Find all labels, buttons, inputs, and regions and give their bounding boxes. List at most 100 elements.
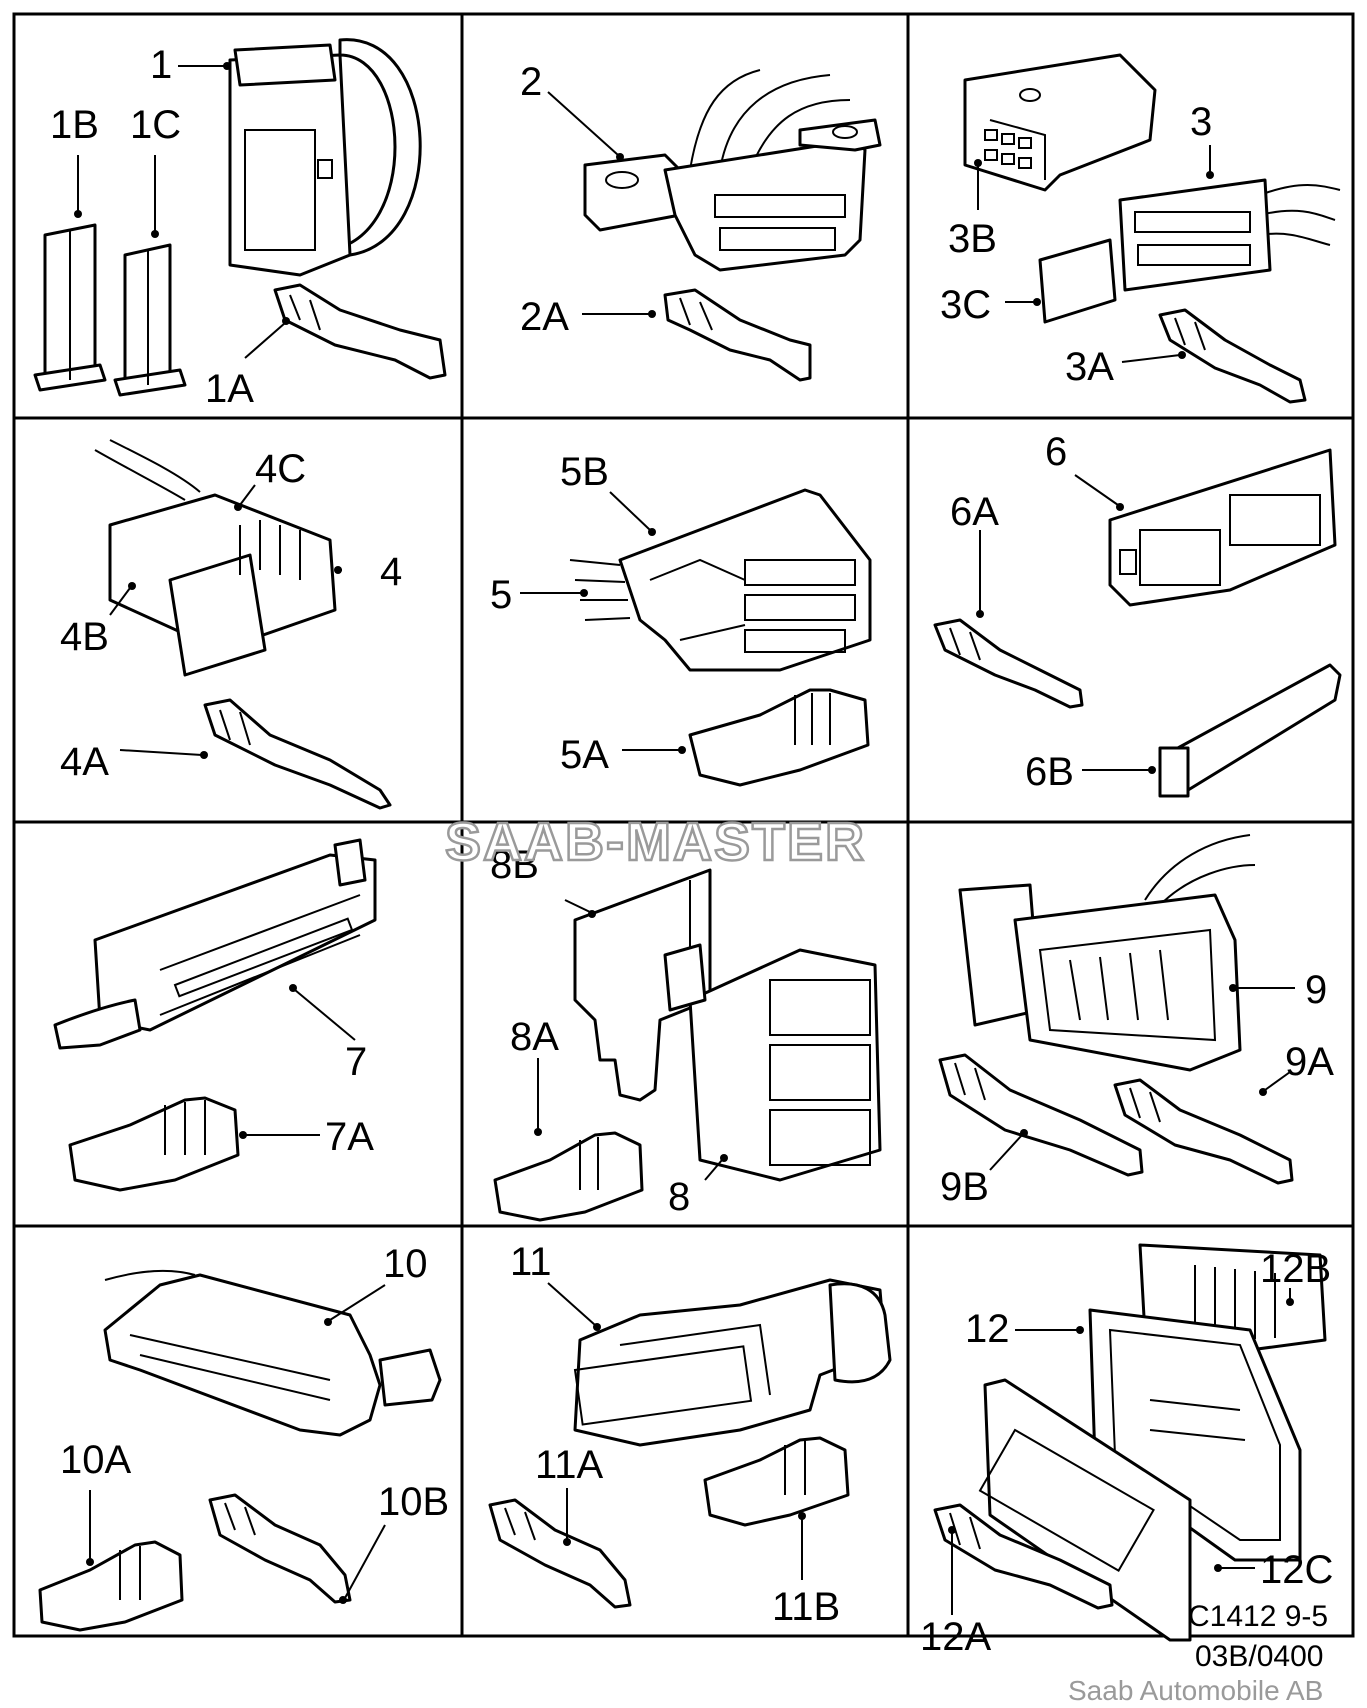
label-1c: 1C bbox=[130, 103, 181, 147]
label-9b: 9B bbox=[940, 1165, 989, 1209]
leader-dot bbox=[1020, 1129, 1028, 1137]
leader-4c bbox=[239, 484, 256, 506]
label-3b: 3B bbox=[948, 217, 997, 261]
leader-dot bbox=[1076, 1326, 1084, 1334]
leader-dot bbox=[324, 1318, 332, 1326]
leader-10b bbox=[344, 1524, 386, 1599]
connector-1b-part bbox=[33, 223, 107, 392]
leader-4a bbox=[119, 749, 203, 756]
label-10b: 10B bbox=[378, 1480, 449, 1524]
leader-dot bbox=[1148, 766, 1156, 774]
leader-dot bbox=[1229, 984, 1237, 992]
leader-dot bbox=[74, 210, 82, 218]
leader-dot bbox=[588, 910, 596, 918]
leader-4b bbox=[109, 587, 131, 616]
leader-2 bbox=[547, 91, 619, 156]
leader-dot bbox=[1206, 171, 1214, 179]
cell-3: 3 3B 3C 3A bbox=[940, 53, 1341, 404]
leader-11 bbox=[547, 1282, 596, 1326]
label-3a: 3A bbox=[1065, 345, 1114, 389]
leader-dot bbox=[534, 1128, 542, 1136]
label-10a: 10A bbox=[60, 1438, 131, 1482]
leader-5b bbox=[609, 491, 651, 531]
terminal-10a bbox=[38, 1540, 184, 1632]
watermark: SAAB-MASTER bbox=[445, 812, 866, 872]
label-5: 5 bbox=[490, 573, 512, 617]
terminal-9a bbox=[1113, 1078, 1294, 1185]
label-12c: 12C bbox=[1260, 1548, 1333, 1592]
connector-2-obd bbox=[583, 69, 882, 272]
leader-dot bbox=[616, 153, 624, 161]
label-6: 6 bbox=[1045, 430, 1067, 474]
leader-6 bbox=[1074, 474, 1119, 506]
leader-dot bbox=[334, 566, 342, 574]
label-10: 10 bbox=[383, 1242, 428, 1286]
leader-dot bbox=[678, 746, 686, 754]
label-1: 1 bbox=[150, 43, 172, 87]
connector-1-housing bbox=[228, 38, 422, 277]
cell-1: 1 1B 1C 1A bbox=[33, 38, 447, 411]
terminal-8a bbox=[493, 1131, 644, 1222]
leader-9b bbox=[989, 1134, 1023, 1171]
label-12b: 12B bbox=[1260, 1247, 1331, 1291]
leader-dot bbox=[289, 984, 297, 992]
label-7a: 7A bbox=[325, 1115, 374, 1159]
connector-11-housing bbox=[573, 1278, 892, 1447]
leader-dot bbox=[648, 528, 656, 536]
leader-8 bbox=[704, 1159, 723, 1181]
revision-code: 03B/0400 bbox=[1195, 1640, 1323, 1673]
leader-dot bbox=[200, 751, 208, 759]
terminal-1a bbox=[273, 283, 447, 380]
leader-10 bbox=[329, 1284, 386, 1321]
connector-10-housing bbox=[103, 1269, 442, 1437]
terminal-7a bbox=[68, 1096, 240, 1192]
leader-dot bbox=[1116, 503, 1124, 511]
cell-2: 2 2A bbox=[520, 60, 882, 382]
leader-dot bbox=[339, 1596, 347, 1604]
leader-dot bbox=[234, 503, 242, 511]
label-4b: 4B bbox=[60, 615, 109, 659]
leader-dot bbox=[563, 1538, 571, 1546]
company-name: Saab Automobile AB bbox=[1068, 1675, 1323, 1706]
leader-dot bbox=[86, 1558, 94, 1566]
terminal-5a bbox=[688, 688, 870, 787]
connector-12c-plate bbox=[978, 1378, 1192, 1642]
label-2: 2 bbox=[520, 60, 542, 104]
label-5a: 5A bbox=[560, 733, 609, 777]
leader-8b bbox=[564, 899, 591, 913]
leader-dot bbox=[720, 1154, 728, 1162]
terminal-6a bbox=[933, 618, 1084, 709]
terminal-9b bbox=[938, 1053, 1144, 1177]
cell-8: 8B 8A 8 bbox=[490, 843, 882, 1222]
connector-6b-strip bbox=[1158, 663, 1342, 798]
leader-dot bbox=[282, 317, 290, 325]
cell-7: 7 7A bbox=[53, 838, 377, 1192]
label-4a: 4A bbox=[60, 740, 109, 784]
label-6a: 6A bbox=[950, 490, 999, 534]
leader-dot bbox=[974, 159, 982, 167]
label-5b: 5B bbox=[560, 450, 609, 494]
leader-dot bbox=[1286, 1298, 1294, 1306]
label-11a: 11A bbox=[535, 1443, 604, 1487]
cell-5: 5B 5 5A bbox=[490, 450, 872, 787]
leader-7 bbox=[294, 989, 356, 1041]
leader-3a bbox=[1121, 354, 1181, 363]
connector-3-housing bbox=[1118, 178, 1341, 292]
leader-dot bbox=[1259, 1088, 1267, 1096]
leader-dot bbox=[223, 62, 231, 70]
cell-12: 12B 12 12C 12A bbox=[920, 1243, 1333, 1659]
terminal-11b bbox=[703, 1436, 850, 1527]
connector-9-housing bbox=[958, 834, 1256, 1072]
label-11: 11 bbox=[510, 1240, 552, 1284]
leader-dot bbox=[948, 1526, 956, 1534]
label-12: 12 bbox=[965, 1307, 1010, 1351]
label-8: 8 bbox=[668, 1175, 690, 1219]
connector-3c-cover bbox=[1038, 238, 1117, 324]
figure-code: C1412 9-5 bbox=[1188, 1600, 1328, 1633]
label-6b: 6B bbox=[1025, 750, 1074, 794]
leader-1a bbox=[244, 322, 286, 359]
label-8b: 8B bbox=[490, 843, 539, 887]
label-9: 9 bbox=[1305, 968, 1327, 1012]
leader-dot bbox=[1178, 351, 1186, 359]
